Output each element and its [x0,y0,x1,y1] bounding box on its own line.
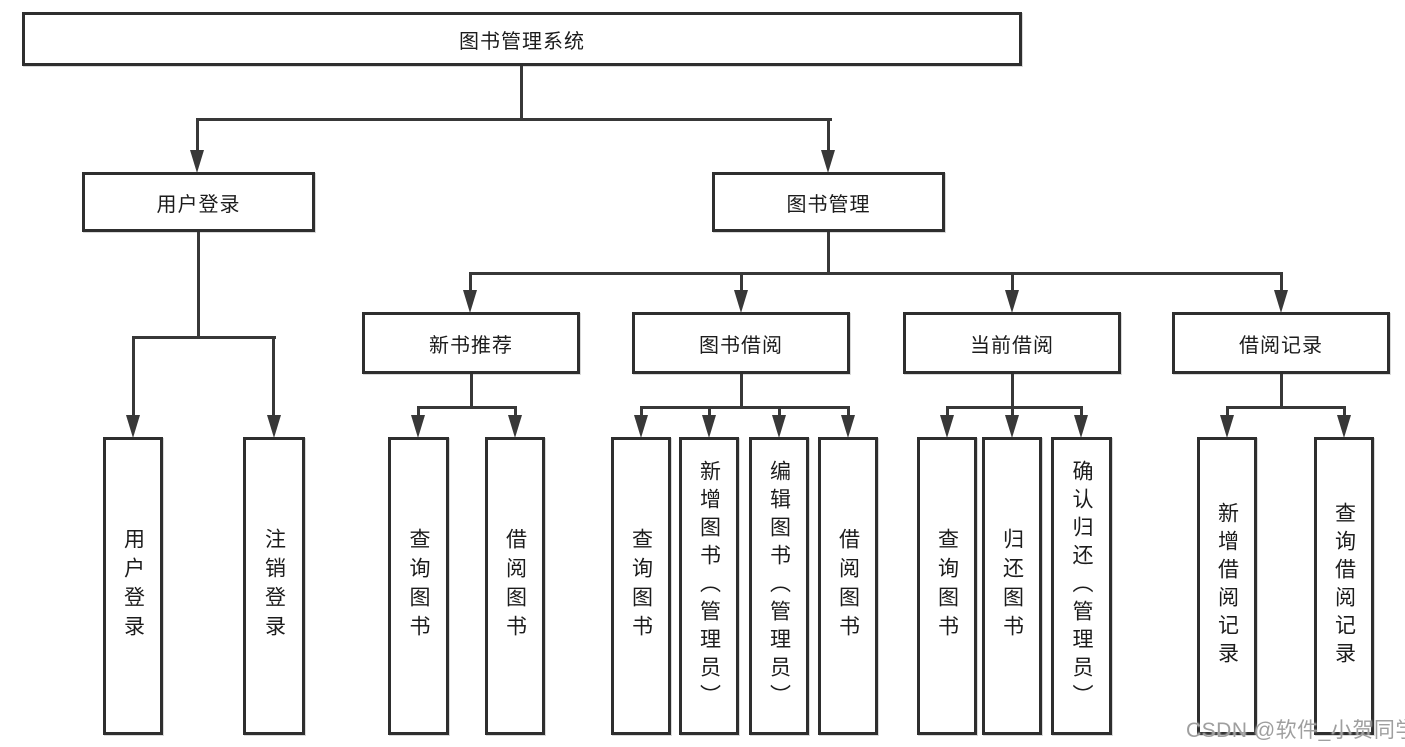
connector-root-stem [520,66,523,121]
connector-drop-borrow [740,275,743,291]
connector-drop-user-login [196,121,199,151]
connector-user-login-stem [197,232,200,338]
leaf-cb-return-books: 归还图书 [982,437,1042,735]
connector-current-bar [946,406,1083,409]
connector-drop-cb-query [946,409,949,417]
connector-current-stem [1011,374,1014,408]
connector-borrow-bar [640,406,850,409]
arrow-to-new-rec [463,290,477,313]
connector-root-bar [196,118,832,121]
connector-drop-leaf-login [132,339,135,417]
node-book-borrowing: 图书借阅 [632,312,850,374]
arrow-to-rec-add [1220,415,1234,438]
leaf-user-login: 用户登录 [103,437,163,735]
leaf-rec-query-record: 查询借阅记录 [1314,437,1374,735]
leaf-logout: 注销登录 [243,437,305,735]
connector-book-mgmt-stem [827,232,830,274]
arrow-to-nr-borrow [508,415,522,438]
arrow-to-leaf-logout [267,415,281,438]
leaf-bb-edit-books-admin: 编辑图书（管理员） [749,437,809,735]
connector-drop-records [1280,275,1283,291]
arrow-to-bb-query [634,415,648,438]
arrow-to-cb-query [940,415,954,438]
node-borrowing-records: 借阅记录 [1172,312,1390,374]
arrow-to-nr-query [411,415,425,438]
leaf-rec-add-record: 新增借阅记录 [1197,437,1257,735]
arrow-to-leaf-login [126,415,140,438]
connector-book-mgmt-bar [469,272,1283,275]
connector-drop-nr-query [417,409,420,417]
arrow-to-book-mgmt [821,150,835,173]
arrow-to-user-login [190,150,204,173]
connector-drop-current [1011,275,1014,291]
leaf-bb-query-books: 查询图书 [611,437,671,735]
leaf-cb-query-books: 查询图书 [917,437,977,735]
leaf-bb-add-books-admin: 新增图书（管理员） [679,437,739,735]
arrow-to-borrow [734,290,748,313]
connector-drop-bb-borrow [847,409,850,417]
arrow-to-bb-add [702,415,716,438]
connector-drop-cb-confirm [1080,409,1083,417]
connector-drop-nr-borrow [514,409,517,417]
arrow-to-cb-return [1005,415,1019,438]
connector-drop-bb-add [708,409,711,417]
connector-user-login-bar [132,336,276,339]
csdn-watermark: CSDN @软件_小贺同学 [1186,719,1405,742]
node-root-library-system: 图书管理系统 [22,12,1022,66]
arrow-to-bb-edit [772,415,786,438]
leaf-nr-borrow-books: 借阅图书 [485,437,545,735]
connector-drop-rec-add [1226,409,1229,417]
node-current-borrowing: 当前借阅 [903,312,1121,374]
arrow-to-bb-borrow [841,415,855,438]
connector-drop-new-rec [469,275,472,291]
connector-drop-bb-edit [778,409,781,417]
arrow-to-records [1274,290,1288,313]
connector-records-bar [1226,406,1346,409]
connector-borrow-stem [740,374,743,408]
connector-new-rec-bar [417,406,517,409]
arrow-to-current [1005,290,1019,313]
connector-records-stem [1280,374,1283,408]
node-new-book-recommend: 新书推荐 [362,312,580,374]
leaf-cb-confirm-return-admin: 确认归还（管理员） [1051,437,1112,735]
connector-new-rec-stem [470,374,473,408]
connector-drop-bb-query [640,409,643,417]
node-user-login: 用户登录 [82,172,315,232]
arrow-to-cb-confirm [1074,415,1088,438]
connector-drop-book-mgmt [827,121,830,151]
node-book-management: 图书管理 [712,172,945,232]
leaf-bb-borrow-books: 借阅图书 [818,437,878,735]
connector-drop-leaf-logout [272,339,275,417]
connector-drop-cb-return [1011,409,1014,417]
connector-drop-rec-query [1343,409,1346,417]
arrow-to-rec-query [1337,415,1351,438]
leaf-nr-query-books: 查询图书 [388,437,449,735]
